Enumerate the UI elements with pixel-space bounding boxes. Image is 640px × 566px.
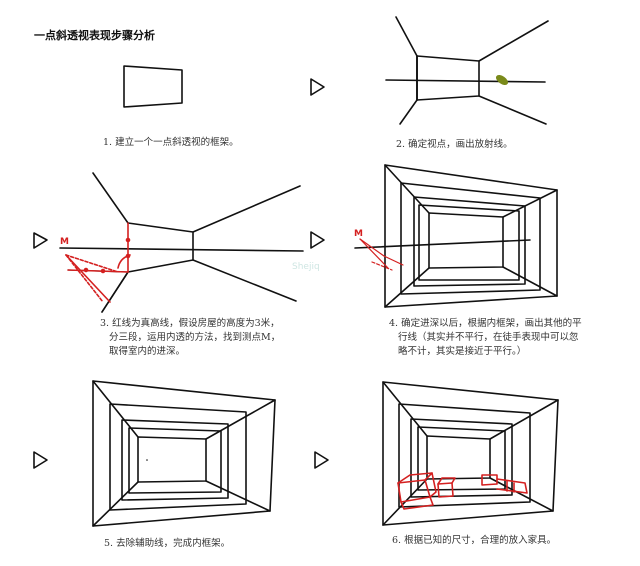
step-5-caption: 5. 去除辅助线，完成内框架。: [104, 537, 230, 551]
caption-line: 4. 确定进深以后，根据内框架，画出其他的平: [389, 318, 582, 329]
caption-line: 分三段，运用内透的方法，找到测点M，: [109, 332, 281, 343]
step-4-caption: 4. 确定进深以后，根据内框架，画出其他的平 行线（其实并不平行，在徒手表现中可…: [389, 317, 582, 359]
caption-line: 5. 去除辅助线，完成内框架。: [104, 538, 231, 549]
step-4-inner-frame: [354, 164, 558, 308]
caption-line: 6. 根据已知的尺寸，合理的放入家具。: [392, 535, 557, 546]
caption-line: 2. 确定视点，画出放射线。: [396, 139, 513, 150]
watermark: Shejiq: [292, 262, 320, 272]
furniture-sketches: [397, 472, 528, 510]
step-3-measuring: [59, 172, 304, 313]
step-3-caption: 3. 红线为真高线，假设房屋的高度为3米， 分三段，运用内透的方法，找到测点M，…: [100, 317, 280, 359]
arrow-icon: [33, 232, 48, 249]
arrow-icon: [33, 451, 48, 469]
caption-line: 取得室内的进深。: [109, 346, 186, 357]
arrow-icon: [314, 451, 329, 469]
step-6-furnished-room: [382, 381, 559, 526]
step-2-frame-with-rays: [385, 16, 549, 125]
measure-point-label-step3: M: [60, 237, 69, 247]
caption-line: 行线（其实并不平行，在徒手表现中可以忽: [398, 332, 579, 343]
page-title: 一点斜透视表现步骤分析: [34, 29, 155, 42]
step-2-caption: 2. 确定视点，画出放射线。: [396, 138, 513, 152]
caption-line: 3. 红线为真高线，假设房屋的高度为3米，: [100, 318, 280, 329]
caption-line: 1. 建立一个一点斜透视的框架。: [103, 137, 239, 148]
step-1-caption: 1. 建立一个一点斜透视的框架。: [103, 136, 239, 150]
vanishing-point-highlight: [495, 74, 509, 86]
measure-point-label-step4: M: [354, 229, 363, 239]
step-1-frame: [123, 65, 183, 108]
caption-line: 略不计，其实是接近于平行。）: [398, 346, 527, 357]
step-5-finished-frame: [92, 380, 276, 527]
step-6-caption: 6. 根据已知的尺寸，合理的放入家具。: [392, 534, 556, 548]
arrow-icon: [310, 231, 325, 249]
arrow-icon: [310, 78, 325, 96]
